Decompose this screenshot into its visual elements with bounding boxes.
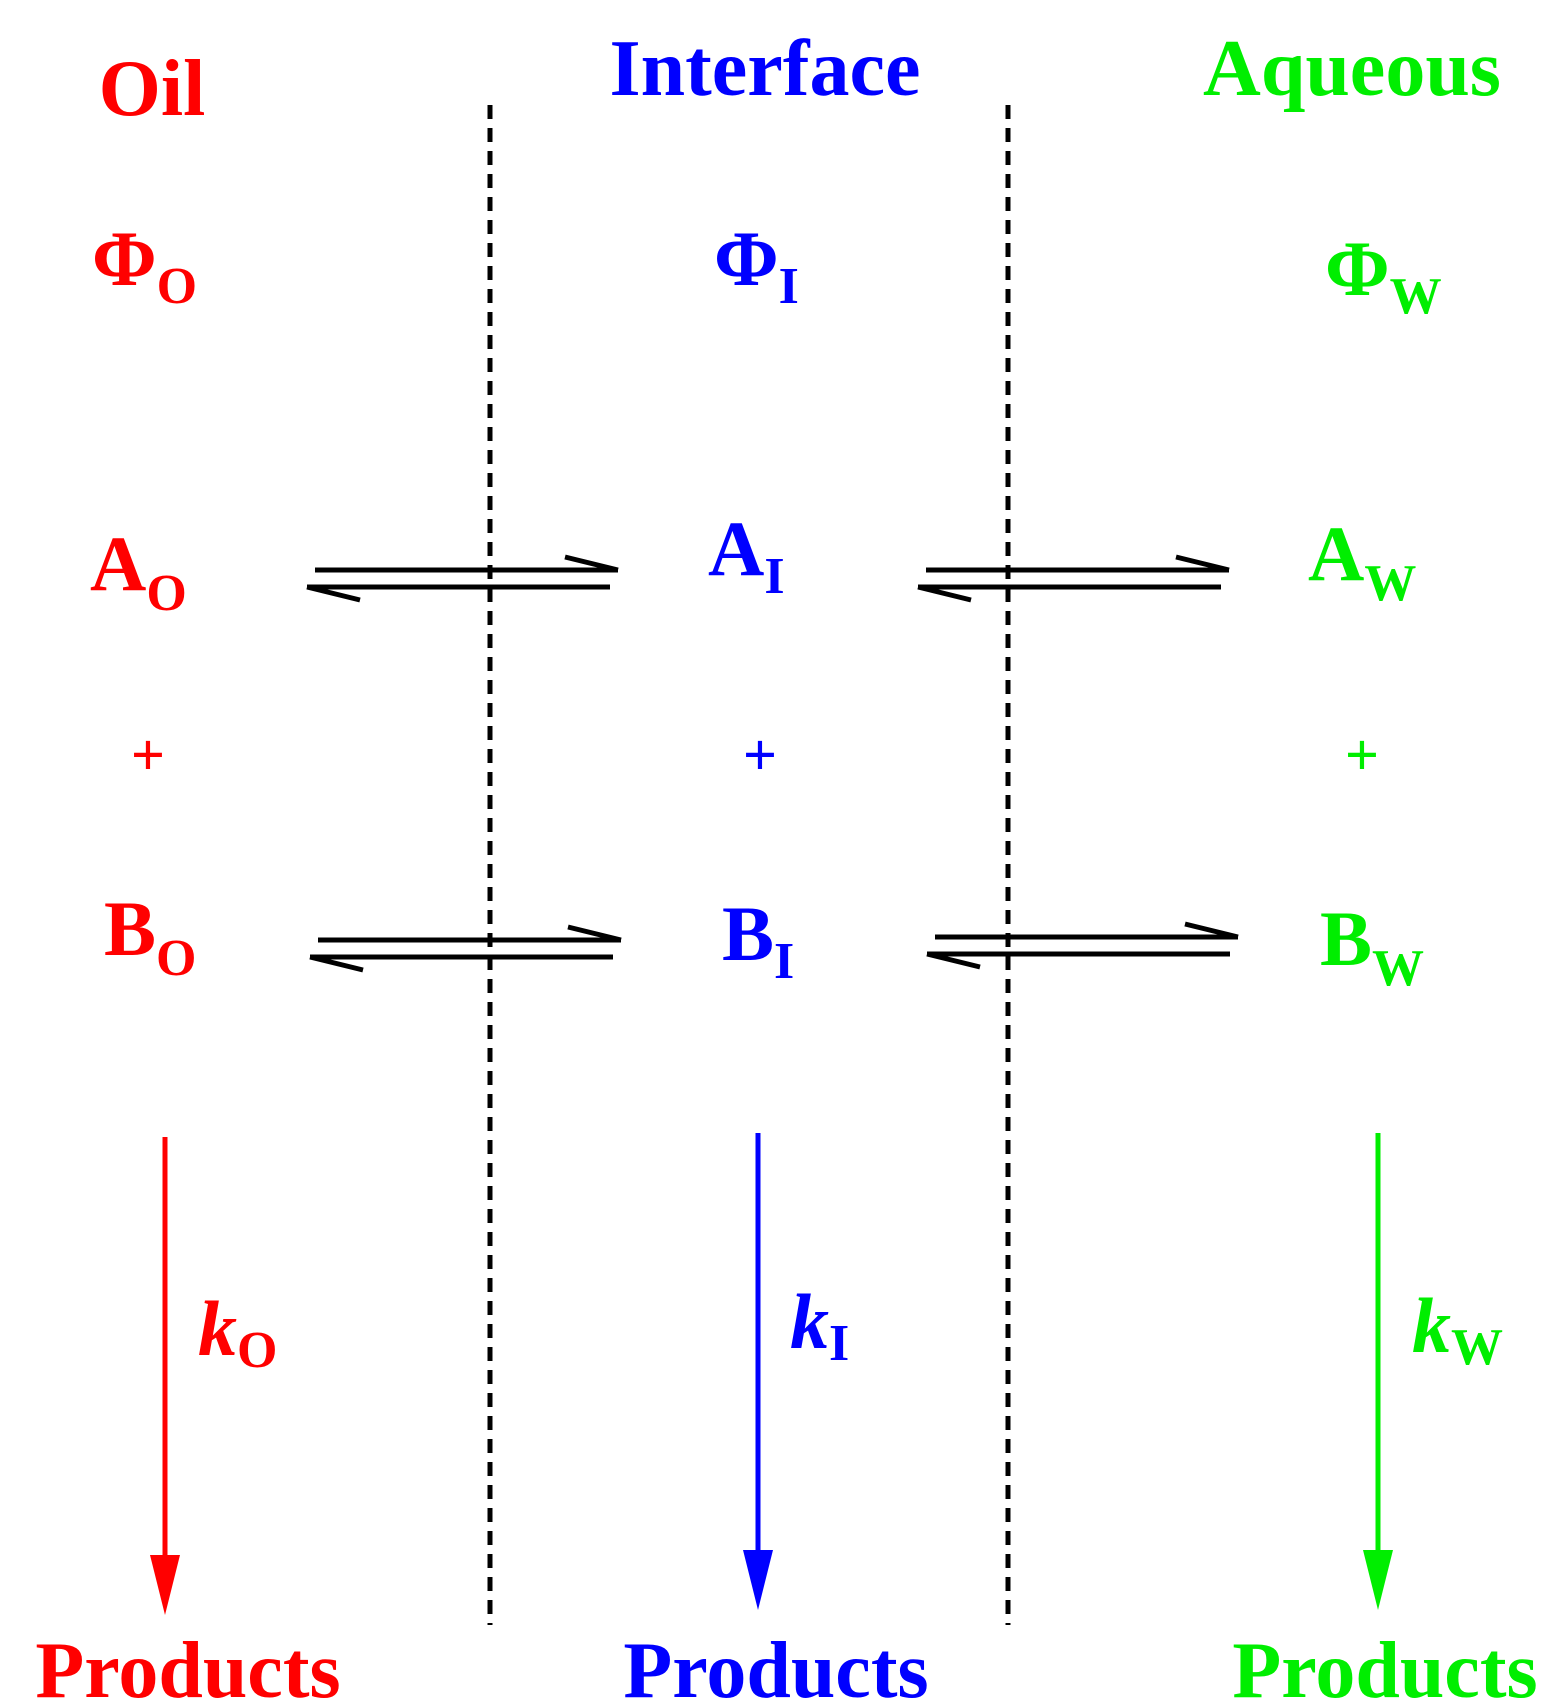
phi-interface-symbol: Φ	[714, 215, 779, 302]
aqueous-header: Aqueous	[1203, 25, 1501, 113]
rate-constant-oil-subscript: O	[237, 1322, 277, 1379]
species-a-interface: AI	[708, 505, 785, 605]
oil-header: Oil	[99, 45, 206, 133]
species-a-aqueous-subscript: W	[1364, 555, 1416, 612]
equilibrium-arrow-b-oil-interface	[309, 924, 622, 973]
reaction-arrow-aqueous	[1363, 1133, 1393, 1610]
phi-aqueous: ΦW	[1325, 225, 1442, 325]
equilibrium-arrow-a-oil-interface	[306, 554, 619, 603]
rate-constant-aqueous-symbol: k	[1412, 1282, 1451, 1369]
phi-oil-subscript: O	[157, 258, 197, 315]
plus-interface: +	[743, 722, 777, 788]
reaction-arrow-oil	[150, 1137, 180, 1615]
equilibrium-arrow-b-interface-aqueous	[926, 921, 1239, 970]
phi-aqueous-symbol: Φ	[1325, 225, 1390, 312]
rate-constant-aqueous: kW	[1412, 1282, 1503, 1376]
species-b-oil-letter: B	[104, 885, 156, 972]
species-a-aqueous: AW	[1308, 510, 1416, 612]
rate-constant-oil-symbol: k	[198, 1285, 237, 1372]
reaction-arrow-interface	[743, 1133, 773, 1610]
species-b-aqueous-subscript: W	[1372, 940, 1424, 997]
species-a-oil-subscript: O	[146, 565, 186, 622]
phi-aqueous-subscript: W	[1390, 268, 1442, 325]
products-oil: Products	[35, 1627, 340, 1707]
phi-oil-symbol: Φ	[92, 215, 157, 302]
phi-interface-subscript: I	[779, 258, 799, 315]
rate-constant-oil: kO	[198, 1285, 277, 1379]
plus-oil: +	[131, 722, 165, 788]
products-aqueous: Products	[1232, 1627, 1537, 1707]
species-b-aqueous-letter: B	[1320, 895, 1372, 982]
products-interface: Products	[623, 1627, 928, 1707]
species-a-oil: AO	[90, 520, 187, 622]
phi-interface: ΦI	[714, 215, 799, 315]
species-b-oil: BO	[104, 885, 196, 987]
species-a-interface-subscript: I	[764, 548, 784, 605]
plus-aqueous: +	[1345, 722, 1379, 788]
species-a-aqueous-letter: A	[1308, 510, 1364, 597]
species-b-aqueous: BW	[1320, 895, 1424, 997]
rate-constant-interface: kI	[790, 1278, 849, 1372]
rate-constant-interface-subscript: I	[829, 1315, 849, 1372]
species-b-interface-letter: B	[722, 890, 774, 977]
species-a-interface-letter: A	[708, 505, 764, 592]
species-b-interface-subscript: I	[774, 933, 794, 990]
phi-oil: ΦO	[92, 215, 197, 315]
species-a-oil-letter: A	[90, 520, 146, 607]
species-b-oil-subscript: O	[156, 930, 196, 987]
rate-constant-interface-symbol: k	[790, 1278, 829, 1365]
rate-constant-aqueous-subscript: W	[1451, 1319, 1503, 1376]
interface-header: Interface	[610, 25, 921, 113]
equilibrium-arrow-a-interface-aqueous	[917, 554, 1230, 603]
species-b-interface: BI	[722, 890, 794, 990]
